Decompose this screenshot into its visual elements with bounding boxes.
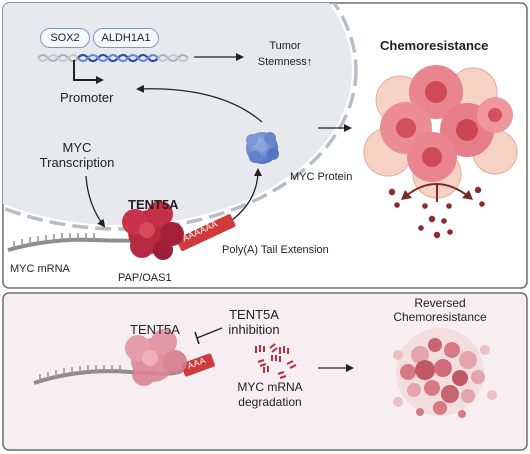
nucleus [3, 3, 352, 225]
tent5a-inhibition-label: TENT5A inhibition [228, 307, 280, 337]
myc-transcription-label: MYC Transcription [39, 140, 115, 170]
promoter-arrow [73, 60, 104, 84]
efflux-arrow-head-left [401, 190, 412, 200]
transcription-arrow [85, 175, 106, 228]
pap-oas1-label: PAP/OAS1 [118, 272, 172, 284]
myc-protein-icon [246, 132, 279, 164]
gene-pill-aldh1a1: ALDH1A1 [93, 28, 159, 48]
mrna-ticks-bottom [39, 365, 121, 381]
myc-protein-label: MYC Protein [290, 171, 353, 183]
short-polya-tail [181, 353, 215, 377]
efflux-arrow-head-right [462, 190, 473, 200]
nuclear-envelope [3, 3, 358, 231]
reversed-tumor-fragments [393, 328, 497, 418]
inhibition-line [196, 327, 223, 339]
tent5a-inhibited [125, 329, 187, 386]
polya-extension-label: Poly(A) Tail Extension [222, 244, 329, 256]
protein-to-promoter-arrow [136, 84, 263, 123]
mrna-fragments [255, 343, 297, 379]
reversed-chemoresistance-title: Reversed Chemoresistance [393, 296, 487, 324]
translation-arrow [231, 168, 262, 221]
chemoresistance-title: Chemoresistance [380, 38, 489, 53]
tumor-stemness-label: Tumor Stemness↑ [257, 40, 313, 68]
tent5a-label: TENT5A [128, 197, 179, 212]
tent5a-bottom-label: TENT5A [130, 322, 180, 337]
drug-molecules [388, 186, 485, 239]
gene-pill-sox2: SOX2 [40, 28, 90, 48]
inhibition-bar [194, 331, 200, 345]
myc-mrna-label: MYC mRNA [10, 263, 70, 275]
polya-tail [176, 214, 236, 251]
tent5a-enzyme [122, 201, 184, 260]
promoter-label: Promoter [60, 90, 114, 105]
mrna-degradation-label: MYC mRNA degradation [237, 380, 303, 409]
efflux-arrow [405, 183, 469, 197]
mrna-ticks [13, 233, 95, 248]
dna-helix [37, 53, 189, 63]
